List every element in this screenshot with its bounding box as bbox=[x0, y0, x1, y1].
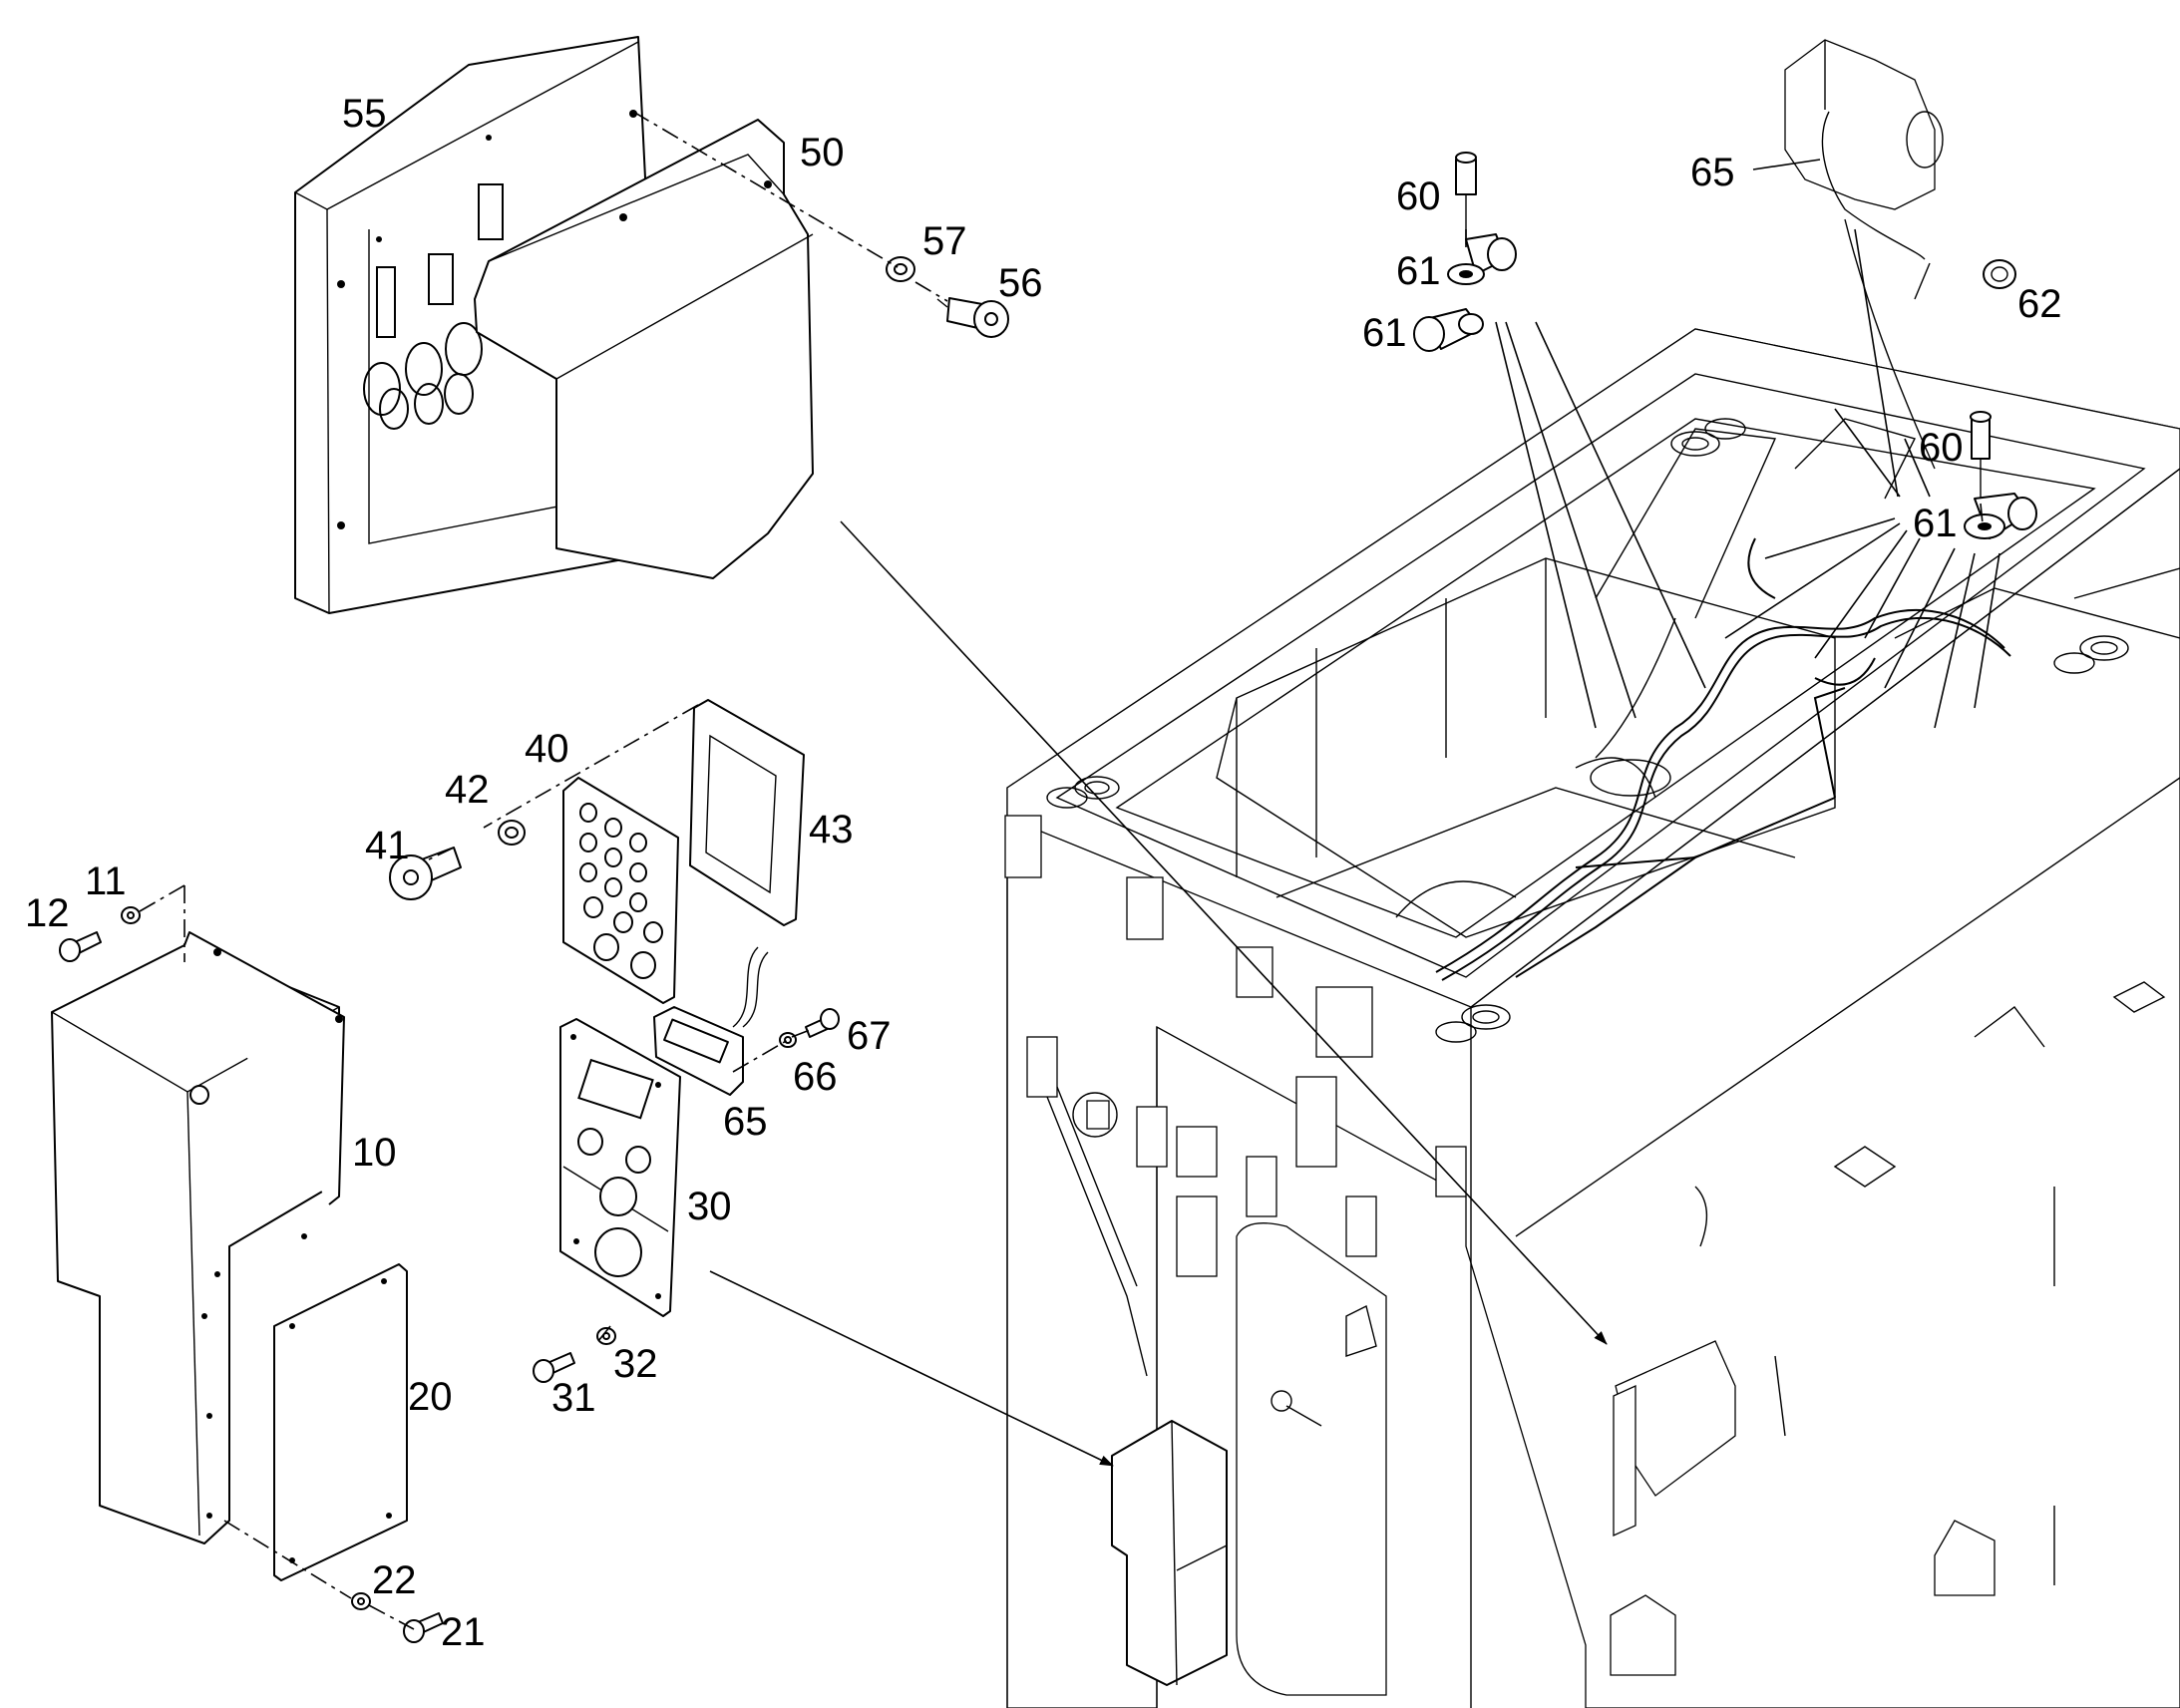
part-41-screw bbox=[389, 847, 462, 900]
part-10-housing bbox=[51, 931, 345, 1544]
callout-60-top: 60 bbox=[1396, 174, 1441, 218]
callout-43: 43 bbox=[809, 808, 854, 852]
callout-61-a: 61 bbox=[1396, 249, 1441, 293]
part-56-screw bbox=[936, 297, 1009, 338]
callout-12: 12 bbox=[25, 891, 70, 935]
part-30-control-panel bbox=[559, 1018, 681, 1317]
bracket-65-top bbox=[1784, 39, 1944, 470]
callout-61-c: 61 bbox=[1913, 502, 1958, 545]
assembly-arrows bbox=[709, 159, 2000, 1467]
wiring-harness bbox=[1435, 537, 2011, 981]
callout-50: 50 bbox=[800, 131, 845, 174]
part-22-washer bbox=[351, 1592, 371, 1610]
part-20-cover-plate bbox=[273, 1263, 408, 1581]
callout-20: 20 bbox=[408, 1375, 453, 1419]
part-60-bolt-right bbox=[1970, 411, 1992, 509]
callout-65-bracket: 65 bbox=[1690, 151, 1735, 194]
callout-21: 21 bbox=[441, 1610, 486, 1654]
part-42-washer bbox=[498, 820, 526, 846]
part-67-screw bbox=[805, 1008, 840, 1038]
mounted-housing bbox=[1111, 1420, 1228, 1686]
part-61-clamp-b bbox=[1413, 308, 1484, 352]
callout-labels: 55 50 57 56 40 42 43 41 11 12 67 66 65 1… bbox=[25, 92, 2062, 1654]
machine-frame bbox=[1004, 328, 2180, 1708]
part-61-clamp-c bbox=[1964, 493, 2037, 539]
callout-61-b: 61 bbox=[1362, 311, 1407, 355]
part-11-washer bbox=[121, 906, 141, 924]
callout-41: 41 bbox=[365, 824, 410, 867]
part-65-connector bbox=[653, 946, 769, 1096]
callout-65-connector: 65 bbox=[723, 1100, 768, 1144]
callout-11: 11 bbox=[85, 859, 127, 903]
callout-22: 22 bbox=[372, 1558, 417, 1602]
callout-31: 31 bbox=[551, 1376, 596, 1420]
part-31-screw bbox=[533, 1352, 575, 1383]
part-32-washer bbox=[596, 1327, 616, 1345]
callout-60-right: 60 bbox=[1919, 426, 1964, 470]
callout-67: 67 bbox=[847, 1014, 892, 1058]
part-50-cover bbox=[474, 119, 814, 579]
callout-42: 42 bbox=[445, 768, 490, 812]
assembly-axes bbox=[139, 111, 1984, 1630]
part-43-gasket bbox=[689, 699, 805, 926]
callout-56: 56 bbox=[998, 261, 1043, 305]
callout-10: 10 bbox=[352, 1131, 397, 1175]
callout-30: 30 bbox=[687, 1185, 732, 1228]
part-57-washer bbox=[886, 256, 915, 282]
callout-57: 57 bbox=[922, 219, 967, 263]
callout-66: 66 bbox=[793, 1055, 838, 1099]
callout-40: 40 bbox=[525, 727, 569, 771]
part-21-screw bbox=[403, 1612, 444, 1643]
part-40-gland-plate bbox=[562, 777, 679, 1004]
part-12-screw bbox=[59, 931, 102, 962]
callout-55: 55 bbox=[342, 92, 387, 136]
part-66-washer bbox=[779, 1032, 797, 1048]
part-62-grommet bbox=[1983, 259, 2016, 289]
part-61-clamp-a bbox=[1447, 233, 1517, 285]
callout-62: 62 bbox=[2017, 282, 2062, 326]
callout-32: 32 bbox=[613, 1342, 658, 1386]
